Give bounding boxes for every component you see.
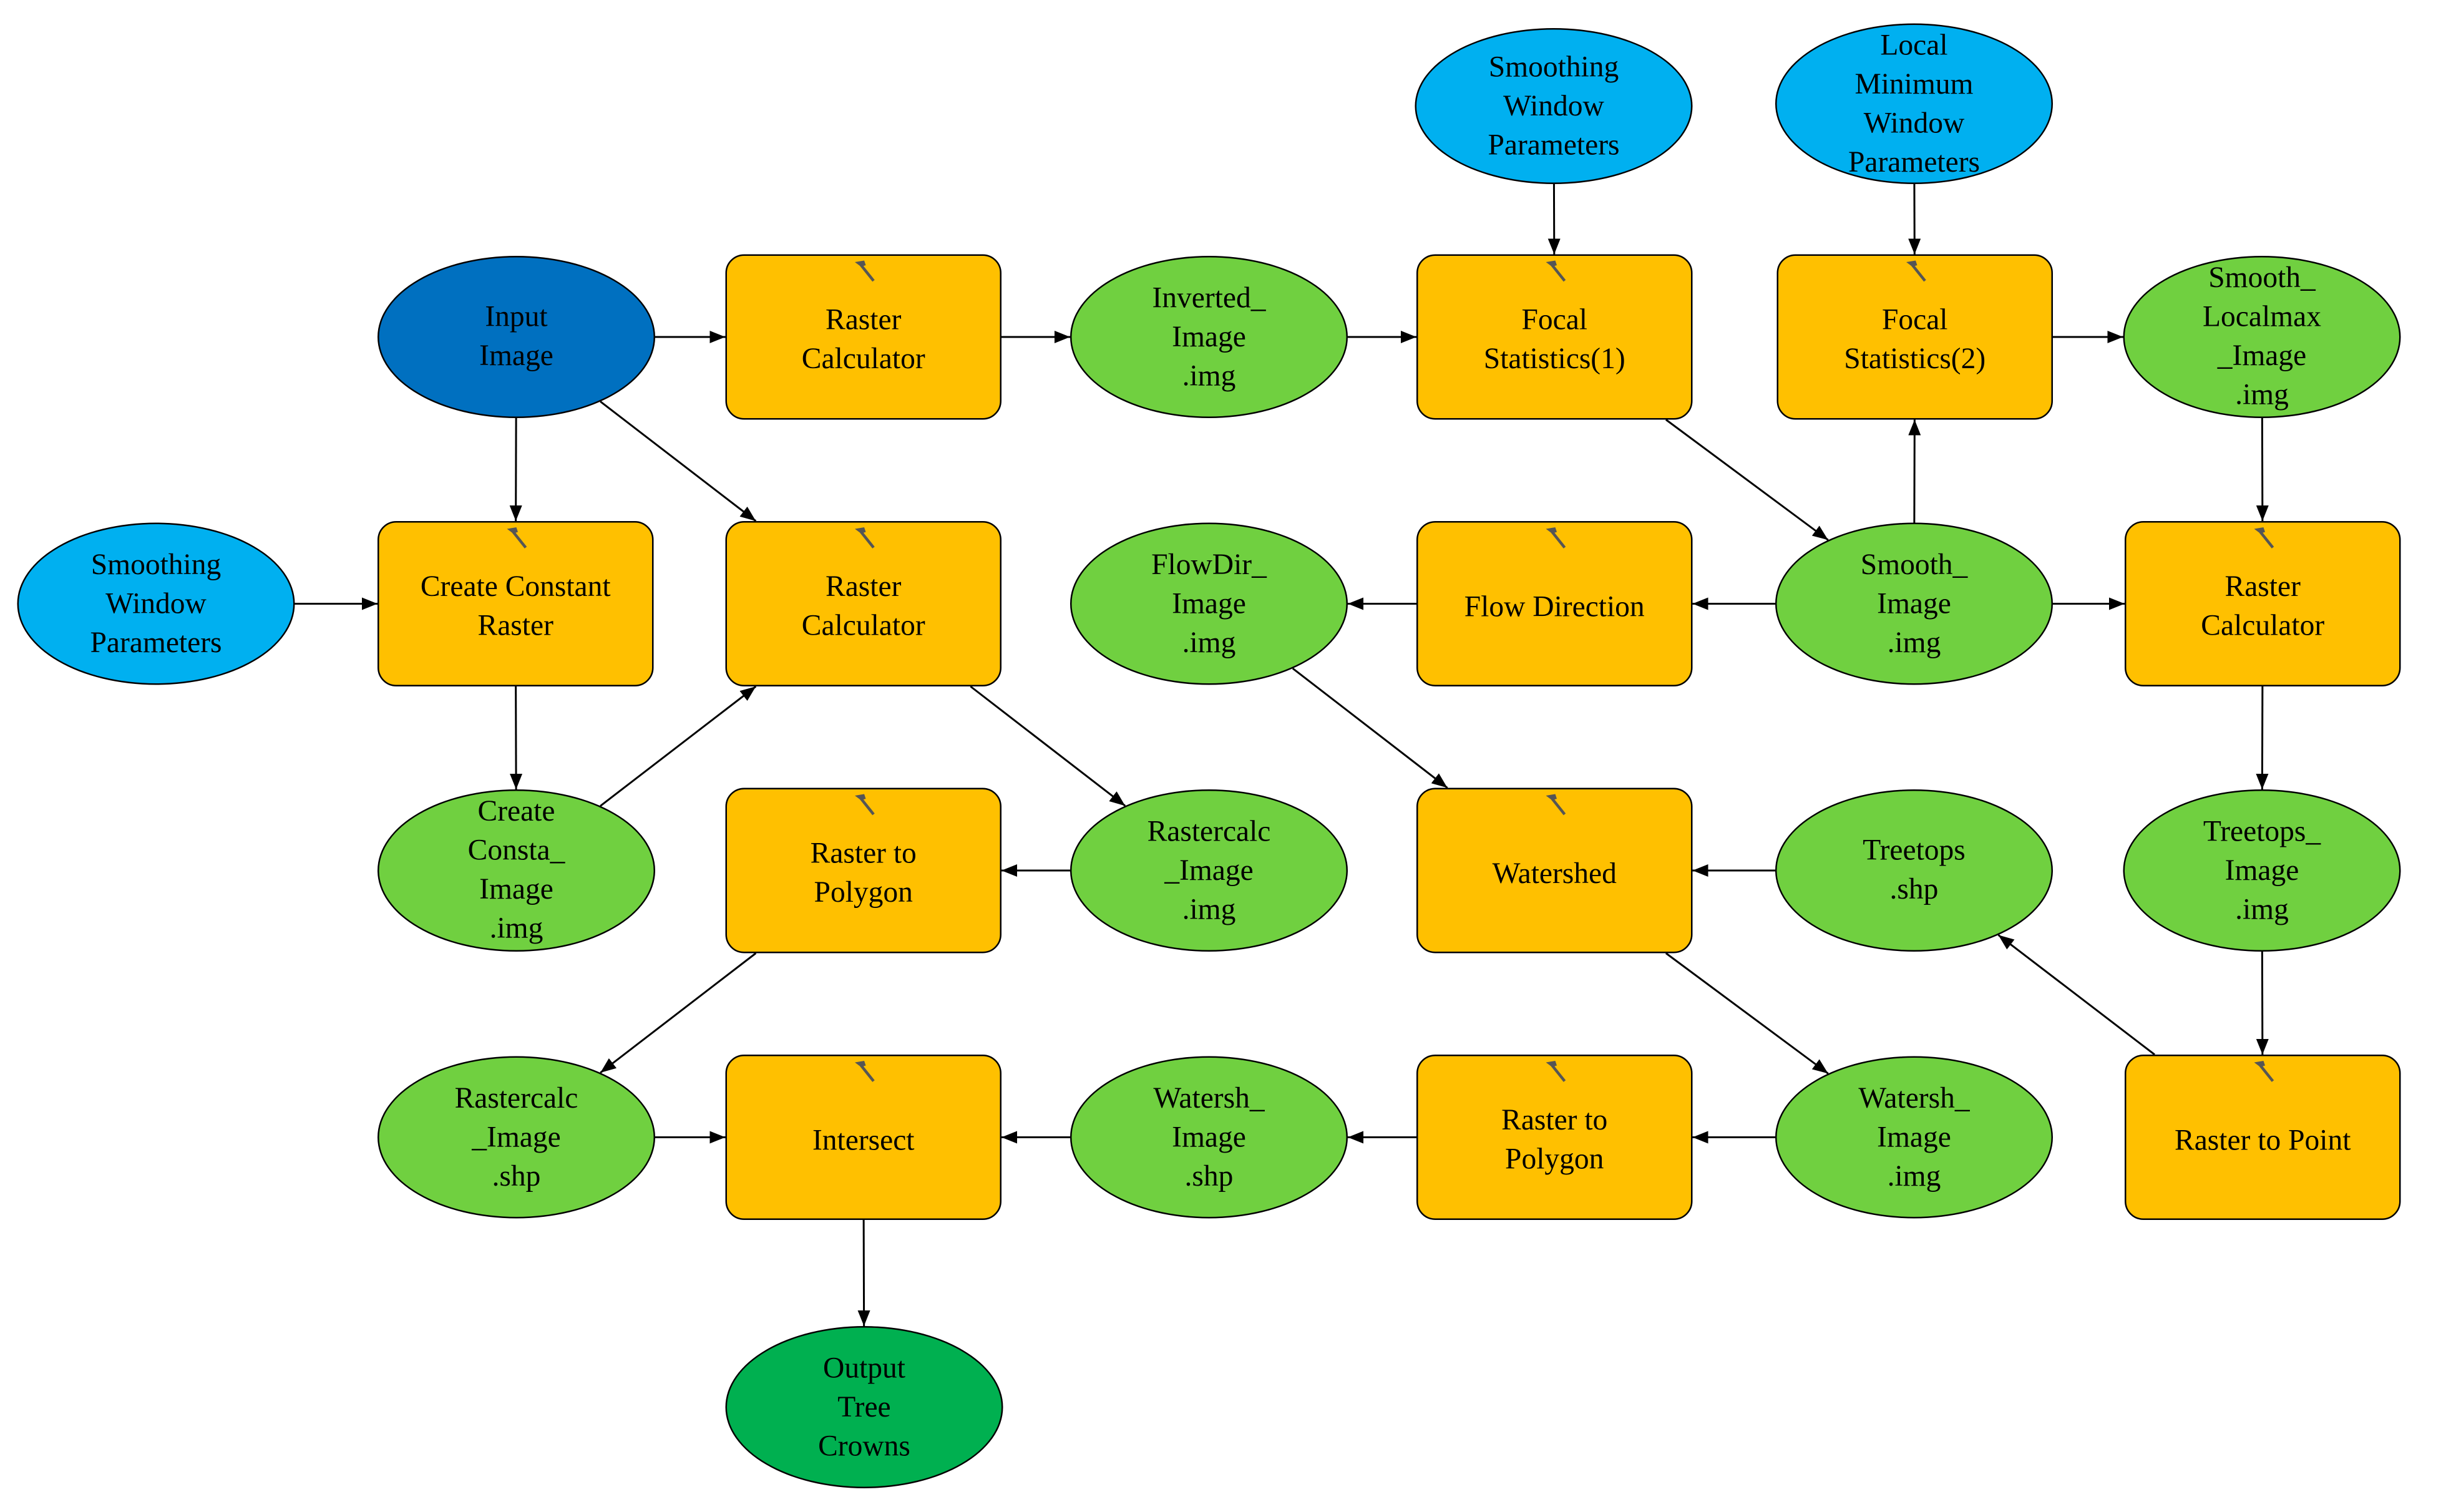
node-label: Focal Statistics(1): [1484, 301, 1625, 379]
node-label: Raster Calculator: [802, 568, 925, 646]
hammer-icon: [1542, 793, 1567, 817]
node-label: Smoothing Window Parameters: [90, 545, 222, 663]
hammer-icon: [1903, 259, 1927, 284]
node-label: Intersect: [812, 1121, 915, 1160]
node-label: Focal Statistics(2): [1844, 301, 1986, 379]
hammer-icon: [851, 526, 876, 551]
node-label: Local Minimum Window Parameters: [1848, 26, 1980, 182]
create-constant-image[interactable]: Create Consta_ Image .img: [378, 789, 655, 952]
edge-n16-to-n11: [600, 686, 756, 806]
flow-direction[interactable]: Flow Direction: [1416, 521, 1693, 686]
hammer-icon: [1542, 1060, 1567, 1085]
rastercalc-image-shp[interactable]: Rastercalc _Image .shp: [378, 1056, 655, 1219]
raster-calculator-3[interactable]: Raster Calculator: [2125, 521, 2401, 686]
smoothing-window-parameters-top[interactable]: Smoothing Window Parameters: [1415, 28, 1693, 184]
output-tree-crowns[interactable]: Output Tree Crowns: [726, 1326, 1003, 1488]
hammer-icon: [1542, 259, 1567, 284]
raster-to-point[interactable]: Raster to Point: [2125, 1055, 2401, 1220]
edge-n27-to-n20: [1999, 935, 2155, 1055]
local-minimum-window-parameters[interactable]: Local Minimum Window Parameters: [1775, 24, 2053, 185]
inverted-image[interactable]: Inverted_ Image .img: [1070, 256, 1348, 418]
edge-n3-to-n11: [600, 401, 756, 521]
edge-n17-to-n22: [600, 954, 756, 1073]
node-label: Raster to Polygon: [811, 835, 917, 913]
hammer-icon: [1542, 526, 1567, 551]
treetops-image[interactable]: Treetops_ Image .img: [2123, 789, 2401, 952]
input-image[interactable]: Input Image: [378, 256, 655, 418]
raster-calculator-2[interactable]: Raster Calculator: [726, 521, 1002, 686]
node-label: Create Constant Raster: [421, 568, 611, 646]
node-label: Rastercalc _Image .img: [1147, 812, 1271, 929]
node-label: Watershed: [1493, 854, 1617, 894]
hammer-icon: [851, 259, 876, 284]
edge-n12-to-n19: [1293, 668, 1448, 788]
edge-n11-to-n18: [970, 686, 1125, 806]
node-label: Output Tree Crowns: [818, 1349, 910, 1466]
smooth-image[interactable]: Smooth_ Image .img: [1775, 523, 2053, 685]
hammer-icon: [851, 1060, 876, 1085]
treetops-shp[interactable]: Treetops .shp: [1775, 789, 2053, 952]
node-label: Input Image: [479, 298, 553, 376]
intersect[interactable]: Intersect: [726, 1055, 1002, 1220]
hammer-icon: [503, 526, 528, 551]
smoothing-window-parameters-left[interactable]: Smoothing Window Parameters: [17, 523, 295, 685]
hammer-icon: [851, 793, 876, 817]
node-label: Raster Calculator: [2201, 568, 2324, 646]
node-label: Treetops_ Image .img: [2203, 812, 2321, 929]
node-label: Flow Direction: [1464, 587, 1645, 627]
create-constant-raster[interactable]: Create Constant Raster: [378, 521, 654, 686]
node-label: Raster to Polygon: [1501, 1101, 1607, 1179]
node-label: Watersh_ Image .shp: [1153, 1079, 1264, 1196]
node-label: Rastercalc _Image .shp: [455, 1079, 578, 1196]
node-label: Treetops .shp: [1863, 832, 1966, 910]
watersh-image-shp[interactable]: Watersh_ Image .shp: [1070, 1056, 1348, 1219]
raster-calculator-1[interactable]: Raster Calculator: [726, 255, 1002, 420]
watershed[interactable]: Watershed: [1416, 788, 1693, 954]
focal-statistics-1[interactable]: Focal Statistics(1): [1416, 255, 1693, 420]
raster-to-polygon-1[interactable]: Raster to Polygon: [726, 788, 1002, 954]
edge-n6-to-n14: [1666, 420, 1828, 540]
smooth-localmax-image[interactable]: Smooth_ Localmax _Image .img: [2123, 256, 2401, 418]
node-label: Smoothing Window Parameters: [1488, 47, 1619, 165]
edge-n19-to-n26: [1666, 954, 1828, 1074]
watersh-image-img[interactable]: Watersh_ Image .img: [1775, 1056, 2053, 1219]
node-label: Raster to Point: [2175, 1121, 2351, 1160]
rastercalc-image-img[interactable]: Rastercalc _Image .img: [1070, 789, 1348, 952]
node-label: Watersh_ Image .img: [1858, 1079, 1969, 1196]
hammer-icon: [2250, 1060, 2275, 1085]
focal-statistics-2[interactable]: Focal Statistics(2): [1777, 255, 2054, 420]
node-label: FlowDir_ Image .img: [1151, 545, 1267, 663]
hammer-icon: [2250, 526, 2275, 551]
raster-to-polygon-2[interactable]: Raster to Polygon: [1416, 1055, 1693, 1220]
node-label: Smooth_ Localmax _Image .img: [2203, 259, 2321, 415]
node-label: Smooth_ Image .img: [1861, 545, 1968, 663]
flowdir-image[interactable]: FlowDir_ Image .img: [1070, 523, 1348, 685]
node-label: Raster Calculator: [802, 301, 925, 379]
node-label: Create Consta_ Image .img: [468, 793, 565, 949]
node-label: Inverted_ Image .img: [1152, 278, 1265, 396]
